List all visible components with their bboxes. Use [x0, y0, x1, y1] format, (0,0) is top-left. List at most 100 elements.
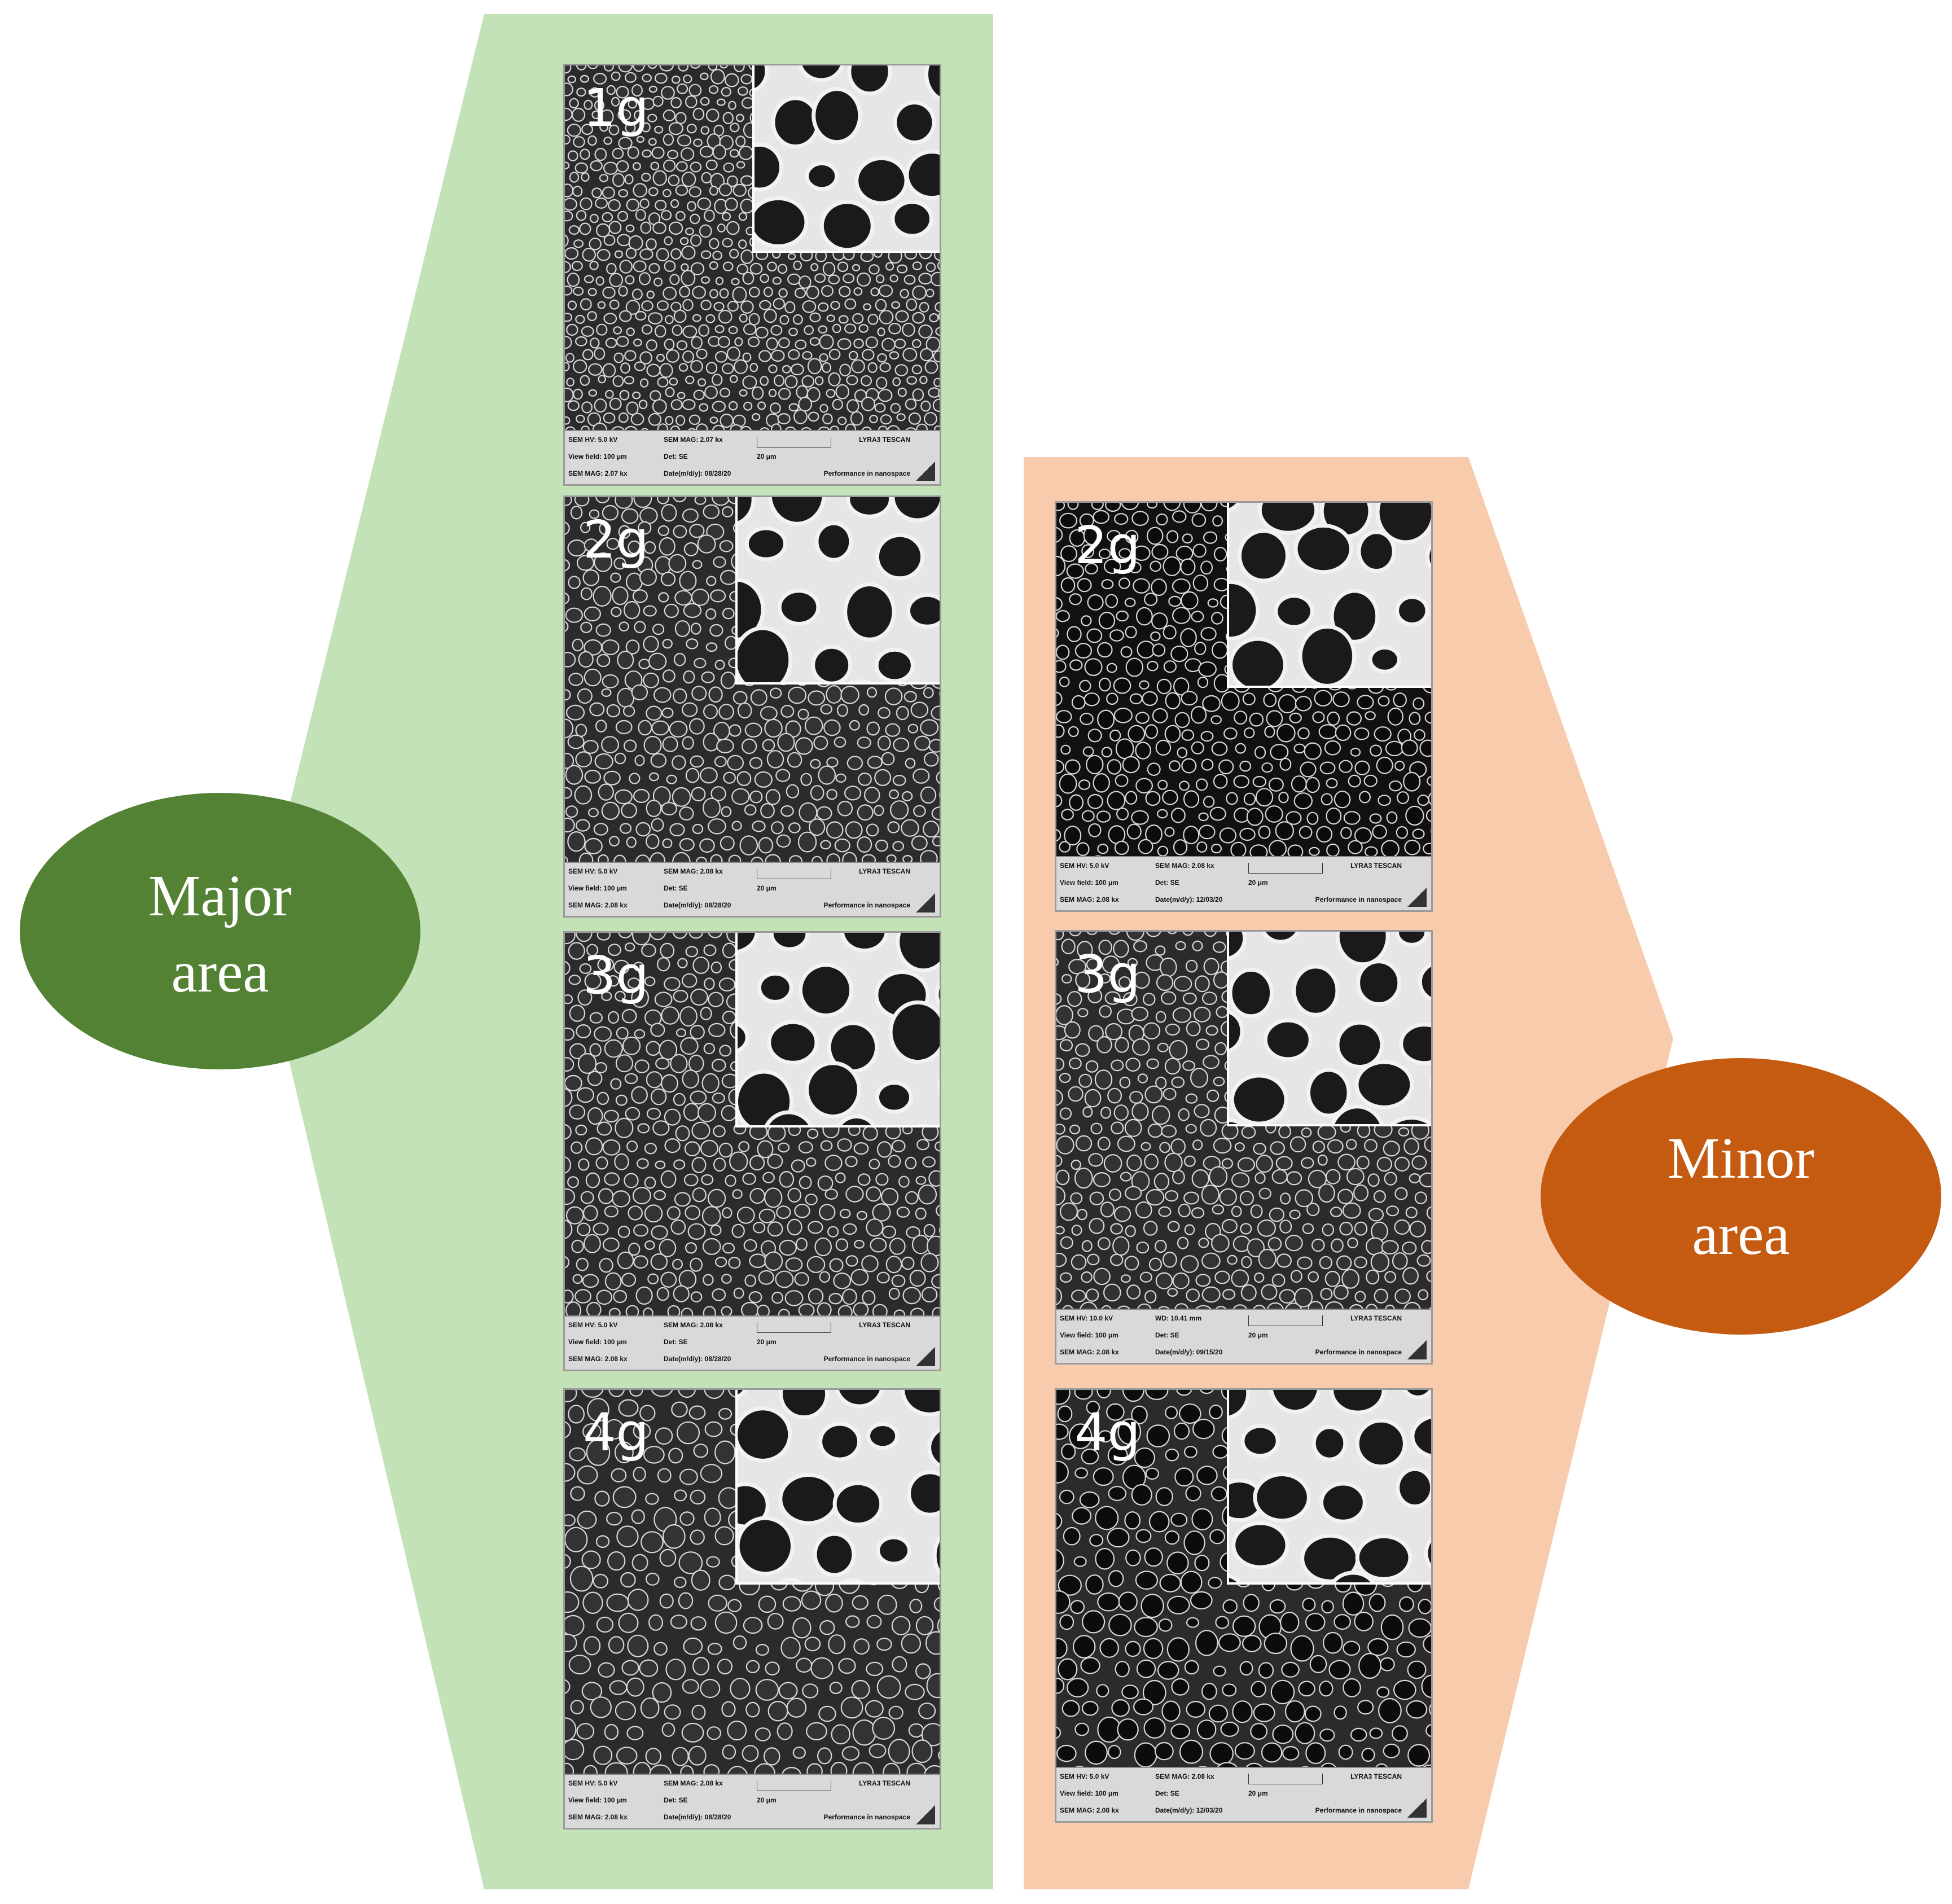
- info-hv: SEM HV: 5.0 kV: [568, 1321, 618, 1329]
- info-slogan: Performance in nanospace: [1315, 1348, 1402, 1356]
- sem-inset-zoom: [735, 1390, 940, 1585]
- major-area-ellipse: [20, 793, 420, 1069]
- info-det: Det: SE: [1155, 1331, 1179, 1339]
- sample-label: 1g: [583, 78, 649, 138]
- scale-bar: [1248, 1315, 1323, 1326]
- info-brand: LYRA3 TESCAN: [1350, 1314, 1402, 1322]
- info-date: Date(m/d/y): 08/28/20: [664, 901, 731, 909]
- info-vf: View field: 100 μm: [1060, 1331, 1118, 1339]
- info-hv: SEM HV: 5.0 kV: [1060, 862, 1109, 870]
- info-brand: LYRA3 TESCAN: [859, 867, 910, 875]
- tescan-logo-icon: [916, 1347, 935, 1366]
- info-slogan: Performance in nanospace: [823, 1813, 910, 1821]
- sem-info-bar: SEM HV: 5.0 kV SEM MAG: 2.08 kx LYRA3 TESC…: [565, 1774, 940, 1828]
- tescan-logo-icon: [1407, 1340, 1427, 1359]
- info-hv: SEM HV: 5.0 kV: [568, 436, 618, 444]
- info-mag: SEM MAG: 2.08 kx: [568, 1813, 628, 1821]
- tescan-logo-icon: [916, 893, 935, 912]
- sem-info-bar: SEM HV: 5.0 kV SEM MAG: 2.07 kx LYRA3 TESC…: [565, 430, 940, 484]
- info-brand: LYRA3 TESCAN: [859, 1321, 910, 1329]
- major-area-label-line1: Major: [148, 863, 292, 928]
- info-vf: View field: 100 μm: [568, 453, 627, 460]
- tescan-logo-icon: [1407, 1798, 1427, 1818]
- major-area-label: Major area: [79, 858, 361, 1010]
- info-det: Det: SE: [664, 453, 688, 460]
- scale-bar: [1248, 863, 1323, 874]
- info-scale: 20 μm: [757, 1796, 777, 1804]
- info-scale: 20 μm: [1248, 1789, 1268, 1797]
- info-slogan: Performance in nanospace: [1315, 896, 1402, 903]
- sem-inset-zoom: [735, 933, 940, 1128]
- info-date: Date(m/d/y): 08/28/20: [664, 470, 731, 477]
- minor-area-label-line2: area: [1692, 1202, 1790, 1267]
- sem-inset-zoom: [752, 65, 940, 253]
- info-brand: LYRA3 TESCAN: [1350, 1773, 1402, 1780]
- info-brand: LYRA3 TESCAN: [859, 436, 910, 444]
- sample-label: 3g: [1074, 944, 1141, 1004]
- info-date: Date(m/d/y): 08/28/20: [664, 1355, 731, 1363]
- info-det: Det: SE: [1155, 879, 1179, 887]
- info-det: Det: SE: [664, 884, 688, 892]
- info-brand: LYRA3 TESCAN: [1350, 862, 1402, 870]
- info-vf: View field: 100 μm: [568, 884, 627, 892]
- info-scale: 20 μm: [1248, 1331, 1268, 1339]
- info-mid1: SEM MAG: 2.08 kx: [664, 1321, 723, 1329]
- info-vf: View field: 100 μm: [568, 1338, 627, 1346]
- info-mag: SEM MAG: 2.07 kx: [568, 470, 628, 477]
- info-slogan: Performance in nanospace: [823, 1355, 910, 1363]
- info-hv: SEM HV: 5.0 kV: [568, 1779, 618, 1787]
- tescan-logo-icon: [916, 1805, 935, 1824]
- major-area-label-line2: area: [171, 940, 269, 1005]
- info-slogan: Performance in nanospace: [823, 901, 910, 909]
- info-mag: SEM MAG: 2.08 kx: [568, 1355, 628, 1363]
- sem-inset-zoom: [1227, 1390, 1431, 1585]
- info-det: Det: SE: [664, 1338, 688, 1346]
- sample-label: 2g: [1074, 515, 1141, 576]
- info-vf: View field: 100 μm: [568, 1796, 627, 1804]
- info-mid1: SEM MAG: 2.07 kx: [664, 436, 723, 444]
- scale-bar: [757, 1322, 831, 1333]
- info-mag: SEM MAG: 2.08 kx: [1060, 896, 1119, 903]
- minor-area-ellipse: [1541, 1058, 1941, 1335]
- sem-info-bar: SEM HV: 5.0 kV SEM MAG: 2.08 kx LYRA3 TESC…: [1056, 856, 1431, 910]
- info-scale: 20 μm: [1248, 879, 1268, 887]
- sample-label: 4g: [583, 1402, 649, 1463]
- info-scale: 20 μm: [757, 453, 777, 460]
- info-brand: LYRA3 TESCAN: [859, 1779, 910, 1787]
- info-scale: 20 μm: [757, 884, 777, 892]
- sem-inset-zoom: [1227, 932, 1431, 1126]
- info-scale: 20 μm: [757, 1338, 777, 1346]
- info-date: Date(m/d/y): 12/03/20: [1155, 1806, 1223, 1814]
- sample-label: 2g: [583, 510, 649, 570]
- info-det: Det: SE: [664, 1796, 688, 1804]
- tescan-logo-icon: [1407, 888, 1427, 907]
- info-mid1: SEM MAG: 2.08 kx: [664, 1779, 723, 1787]
- info-date: Date(m/d/y): 12/03/20: [1155, 896, 1223, 903]
- minor-area-label-line1: Minor: [1668, 1126, 1814, 1191]
- scale-bar: [757, 437, 831, 448]
- info-det: Det: SE: [1155, 1789, 1179, 1797]
- info-vf: View field: 100 μm: [1060, 879, 1118, 887]
- sem-inset-zoom: [735, 497, 940, 685]
- scale-bar: [1248, 1774, 1323, 1784]
- info-mid1: SEM MAG: 2.08 kx: [1155, 862, 1214, 870]
- info-mid1: SEM MAG: 2.08 kx: [1155, 1773, 1214, 1780]
- info-mag: SEM MAG: 2.08 kx: [1060, 1806, 1119, 1814]
- info-date: Date(m/d/y): 09/15/20: [1155, 1348, 1223, 1356]
- sample-label: 4g: [1074, 1402, 1141, 1463]
- info-vf: View field: 100 μm: [1060, 1789, 1118, 1797]
- info-slogan: Performance in nanospace: [1315, 1806, 1402, 1814]
- sem-inset-zoom: [1227, 503, 1431, 688]
- tescan-logo-icon: [916, 462, 935, 481]
- scale-bar: [757, 868, 831, 879]
